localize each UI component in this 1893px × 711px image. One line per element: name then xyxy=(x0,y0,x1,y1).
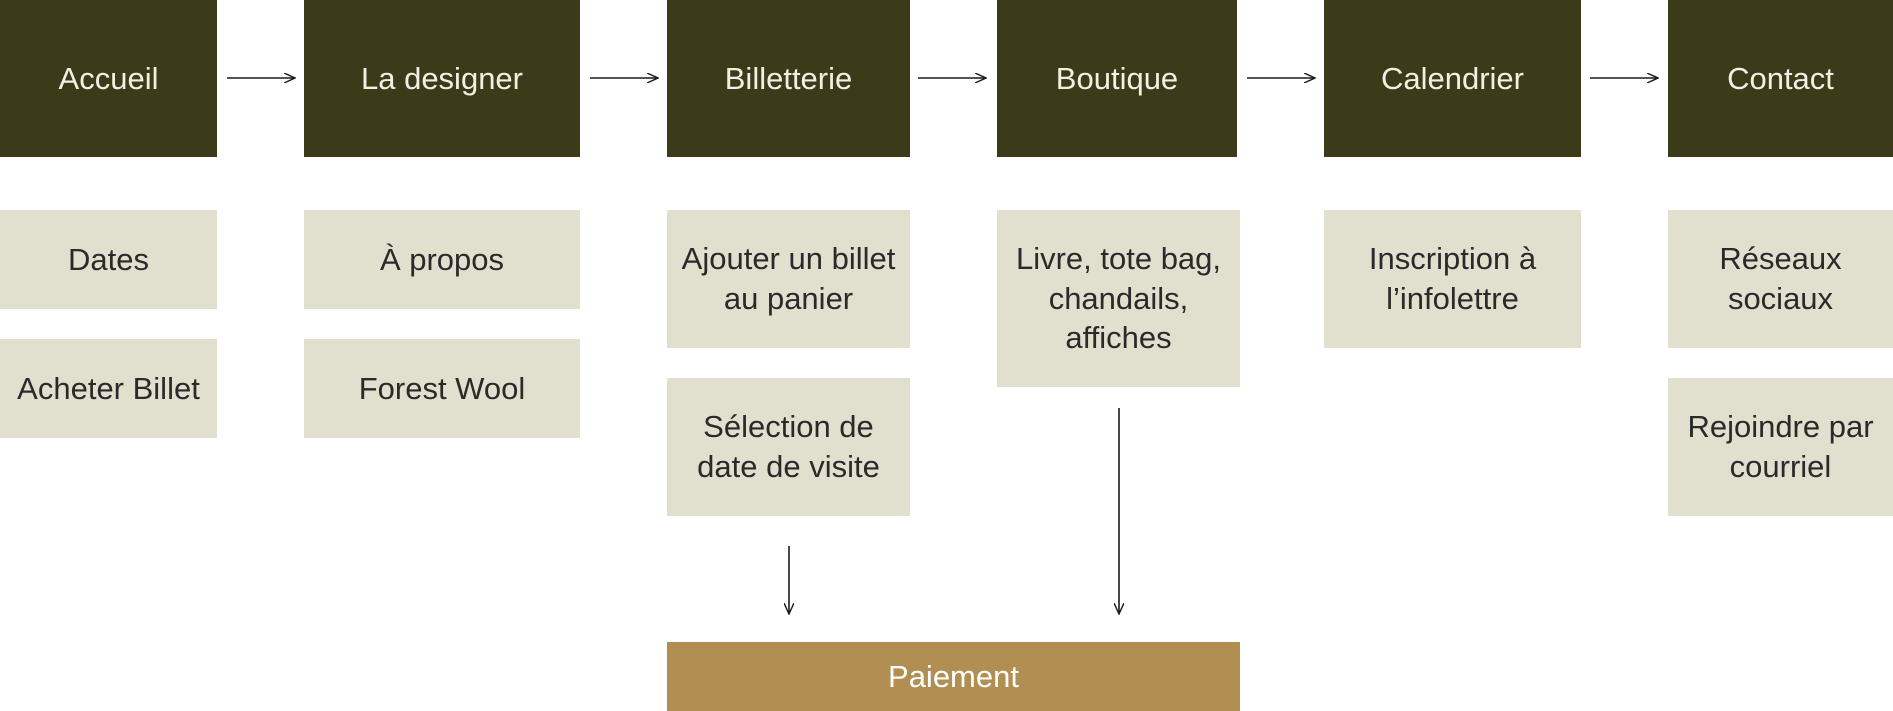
nav-label-boutique: Boutique xyxy=(1055,60,1179,96)
nav-box-boutique[interactable]: Boutique xyxy=(997,0,1237,157)
sub-label-boutique-produits: Livre, tote bag, chandails, affiches xyxy=(1015,240,1222,356)
nav-label-calendrier: Calendrier xyxy=(1380,60,1524,96)
sub-box-dates[interactable]: Dates xyxy=(0,210,217,309)
nav-box-contact[interactable]: Contact xyxy=(1668,0,1893,157)
sub-box-ajouter-billet[interactable]: Ajouter un billet au panier xyxy=(667,210,910,348)
sub-box-selection-date[interactable]: Sélection de date de visite xyxy=(667,378,910,516)
sub-label-ajouter-billet: Ajouter un billet au panier xyxy=(681,241,896,316)
nav-label-accueil: Accueil xyxy=(58,60,159,96)
sub-box-forest-wool[interactable]: Forest Wool xyxy=(304,339,580,438)
sub-box-courriel[interactable]: Rejoindre par courriel xyxy=(1668,378,1893,516)
paiement-label: Paiement xyxy=(888,658,1019,694)
nav-box-accueil[interactable]: Accueil xyxy=(0,0,217,157)
sub-box-infolettre[interactable]: Inscription à l’infolettre xyxy=(1324,210,1581,348)
sub-label-infolettre: Inscription à l’infolettre xyxy=(1368,241,1537,316)
sub-label-courriel: Rejoindre par courriel xyxy=(1687,409,1874,484)
sub-label-reseaux-sociaux: Réseaux sociaux xyxy=(1719,241,1842,316)
sub-label-selection-date: Sélection de date de visite xyxy=(697,409,880,484)
sub-label-acheter-billet: Acheter Billet xyxy=(17,370,200,406)
nav-box-la-designer[interactable]: La designer xyxy=(304,0,580,157)
nav-label-contact: Contact xyxy=(1727,60,1834,96)
sub-box-boutique-produits[interactable]: Livre, tote bag, chandails, affiches xyxy=(997,210,1240,387)
sub-label-forest-wool: Forest Wool xyxy=(358,370,526,406)
sub-box-a-propos[interactable]: À propos xyxy=(304,210,580,309)
sub-box-acheter-billet[interactable]: Acheter Billet xyxy=(0,339,217,438)
nav-label-billetterie: Billetterie xyxy=(724,60,853,96)
nav-box-calendrier[interactable]: Calendrier xyxy=(1324,0,1581,157)
nav-label-la-designer: La designer xyxy=(360,60,523,96)
sub-box-reseaux-sociaux[interactable]: Réseaux sociaux xyxy=(1668,210,1893,348)
paiement-box[interactable]: Paiement xyxy=(667,642,1240,711)
nav-box-billetterie[interactable]: Billetterie xyxy=(667,0,910,157)
sub-label-dates: Dates xyxy=(68,241,149,277)
sub-label-a-propos: À propos xyxy=(379,241,505,277)
